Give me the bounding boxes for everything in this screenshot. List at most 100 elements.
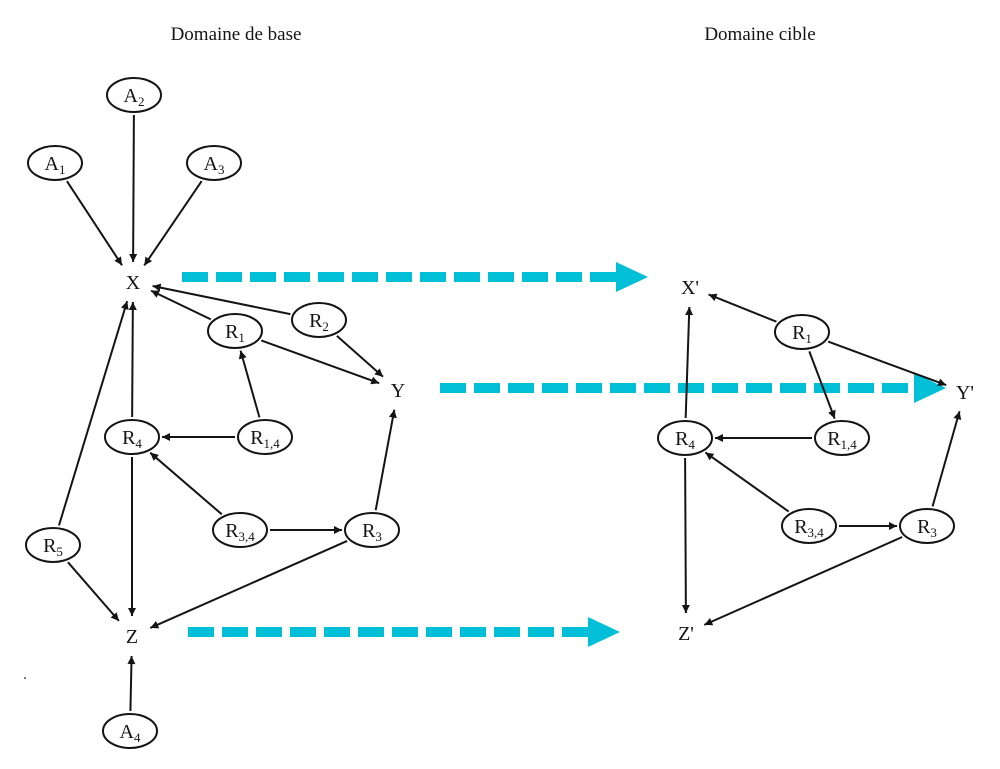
node-x: X bbox=[126, 272, 141, 294]
edge-r3-prime-to-y-prime bbox=[931, 410, 962, 507]
node-label-subscript: 3 bbox=[930, 525, 937, 540]
mapping-arrows bbox=[182, 262, 946, 647]
arrowhead-icon bbox=[588, 617, 620, 647]
node-ellipse bbox=[657, 420, 713, 456]
node-label-main: R bbox=[250, 427, 264, 449]
edge-r5-to-x bbox=[57, 300, 129, 526]
node-label: X bbox=[126, 272, 141, 294]
edge-a4-to-z bbox=[127, 655, 136, 712]
edge-r4-prime-to-x-prime bbox=[684, 306, 694, 419]
node-label-main: R bbox=[917, 516, 931, 538]
mapping-arrow-y-to-y-prime bbox=[440, 373, 946, 403]
base-domain-title: Domaine de base bbox=[171, 24, 302, 45]
edge-r3-to-z bbox=[149, 540, 348, 629]
node-label-main: R bbox=[225, 321, 239, 343]
node-label-main: Z' bbox=[678, 623, 694, 645]
node-ellipse bbox=[237, 419, 293, 455]
node-ellipse bbox=[102, 713, 158, 749]
node-ellipse bbox=[344, 512, 400, 548]
node-label: R3 bbox=[917, 516, 937, 540]
node-label-main: X' bbox=[681, 277, 699, 299]
node-label: R3 bbox=[362, 520, 382, 544]
node-r14-prime: R1,4 bbox=[814, 420, 870, 456]
node-label-subscript: 3,4 bbox=[808, 525, 825, 540]
node-label-subscript: 1 bbox=[805, 331, 812, 346]
node-label: Y' bbox=[956, 382, 974, 404]
edge-r3-to-y bbox=[374, 409, 397, 511]
node-ellipse bbox=[291, 302, 347, 338]
node-label: Z' bbox=[678, 623, 694, 645]
arrowhead-icon bbox=[914, 373, 946, 403]
edge-r4-prime-to-z-prime bbox=[681, 457, 690, 614]
node-label: R3,4 bbox=[225, 520, 255, 544]
edge-r3-prime-to-z-prime bbox=[703, 536, 903, 626]
node-label: A2 bbox=[124, 85, 145, 109]
edge-r34-prime-to-r4-prime bbox=[704, 451, 790, 513]
edge-a3-to-x bbox=[143, 180, 203, 267]
edge-r4-to-x bbox=[128, 301, 137, 418]
node-label-main: A bbox=[45, 153, 60, 175]
node-a1: A1 bbox=[27, 145, 83, 181]
node-a2: A2 bbox=[106, 77, 162, 113]
node-label: Y bbox=[391, 380, 405, 402]
relation-edges bbox=[57, 114, 962, 712]
node-label: R2 bbox=[309, 310, 329, 334]
node-label: R3,4 bbox=[794, 516, 824, 540]
node-label: R1,4 bbox=[827, 428, 857, 452]
node-label-subscript: 1 bbox=[59, 162, 66, 177]
node-label-main: R bbox=[309, 310, 323, 332]
edge-r2-to-y bbox=[336, 335, 384, 378]
node-ellipse bbox=[781, 508, 837, 544]
node-r1: R1 bbox=[207, 313, 263, 349]
node-label: A3 bbox=[204, 153, 225, 177]
node-label: Z bbox=[126, 626, 138, 648]
node-x-prime: X' bbox=[681, 277, 699, 299]
node-label: R4 bbox=[122, 427, 142, 451]
edge-r1-prime-to-x-prime bbox=[708, 293, 777, 323]
node-label-main: R bbox=[362, 520, 376, 542]
node-label-main: A bbox=[120, 721, 135, 743]
node-label-main: X bbox=[126, 272, 141, 294]
node-label-subscript: 2 bbox=[138, 94, 145, 109]
node-label-main: A bbox=[204, 153, 219, 175]
node-ellipse bbox=[774, 314, 830, 350]
edge-a1-to-x bbox=[66, 180, 123, 266]
edge-r14-to-r1 bbox=[238, 350, 261, 418]
node-label-subscript: 3,4 bbox=[239, 529, 256, 544]
node-label: R1 bbox=[225, 321, 245, 345]
edge-r5-to-z bbox=[67, 561, 120, 622]
node-label-subscript: 3 bbox=[375, 529, 382, 544]
node-z-prime: Z' bbox=[678, 623, 694, 645]
node-label-subscript: 2 bbox=[322, 319, 329, 334]
node-y: Y bbox=[391, 380, 405, 402]
node-ellipse bbox=[212, 512, 268, 548]
node-r14: R1,4 bbox=[237, 419, 293, 455]
node-label-subscript: 1,4 bbox=[264, 436, 281, 451]
edge-r34-to-r4 bbox=[149, 451, 223, 516]
node-label: X' bbox=[681, 277, 699, 299]
node-label-main: R bbox=[827, 428, 841, 450]
node-label-subscript: 1 bbox=[238, 330, 245, 345]
node-label-subscript: 4 bbox=[135, 436, 142, 451]
node-label-main: R bbox=[675, 428, 689, 450]
arrowhead-icon bbox=[616, 262, 648, 292]
node-label-subscript: 1,4 bbox=[841, 437, 858, 452]
node-label-main: Y bbox=[391, 380, 405, 402]
node-y-prime: Y' bbox=[956, 382, 974, 404]
node-ellipse bbox=[814, 420, 870, 456]
node-label-subscript: 4 bbox=[688, 437, 695, 452]
node-label: R5 bbox=[43, 535, 63, 559]
node-r4-prime: R4 bbox=[657, 420, 713, 456]
node-r3-prime: R3 bbox=[899, 508, 955, 544]
node-label-main: R bbox=[43, 535, 57, 557]
node-label-main: R bbox=[794, 516, 808, 538]
target-domain-title: Domaine cible bbox=[704, 24, 815, 45]
node-r2: R2 bbox=[291, 302, 347, 338]
node-label: R1 bbox=[792, 322, 812, 346]
node-z: Z bbox=[126, 626, 138, 648]
edge-r1-prime-to-y-prime bbox=[827, 340, 947, 387]
edge-r1-to-x bbox=[150, 289, 212, 321]
node-r5: R5 bbox=[25, 527, 81, 563]
